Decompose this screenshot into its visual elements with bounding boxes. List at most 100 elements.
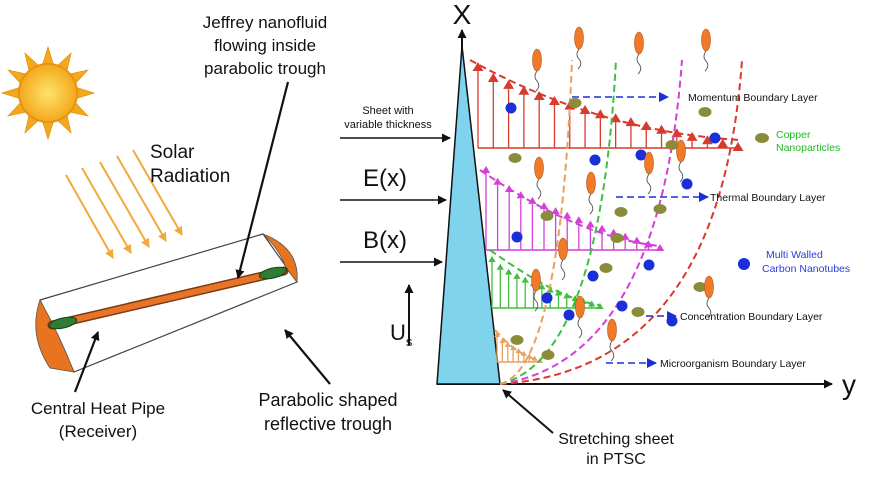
bx-label: B(x) [363,227,407,254]
jeffrey-label-1: Jeffrey nanofluid [203,13,327,32]
microbe-body [634,31,644,55]
ex-label: E(x) [363,165,407,192]
copper-particle [610,233,624,243]
boundary-pointers [572,92,709,368]
nanoparticles [505,98,721,360]
profile-arrow-head [656,124,667,134]
cnt-label-2: Carbon Nanotubes [762,263,850,275]
solar-label-2: Radiation [150,166,230,187]
microbe-tail [706,297,712,319]
profile-arrow-head [732,142,744,151]
profile-arrow-head [494,332,500,337]
microbe-tail [609,340,615,362]
copper-particle [540,211,554,221]
profile-arrow-head [538,283,546,290]
cnt-particle [709,132,721,144]
copper-particle [599,263,613,273]
copper-particle [614,207,628,217]
microbe-tail [533,290,539,312]
microbe-body [704,275,714,299]
pipe-pointer [73,331,100,393]
cnt-particle [541,292,553,304]
sheet-thickness-label-1: Sheet with [362,105,413,117]
microbe-body [531,268,541,292]
profile-arrow-head [655,244,665,251]
profile-arrow-head [513,272,521,279]
us-label: Us [390,320,413,349]
microorganism-label: Microorganism Boundary Layer [660,358,806,370]
boundary-layer-curves [469,59,743,385]
jeffrey-label-3: parabolic trough [204,59,326,78]
profile-arrow-head [596,303,604,309]
microbe-body [676,139,686,163]
microbe-tail [576,48,582,70]
profile-arrow-head [481,166,491,173]
cnt-particle [505,102,517,114]
profile-arrow-head [702,135,713,145]
profile-arrow-head [518,85,530,95]
microbe-body [532,48,542,72]
trough-pointer [284,329,331,385]
microbe-body [534,156,544,180]
microbe-tail [560,259,566,281]
central-pipe-label-2: (Receiver) [59,422,137,441]
solar-label-1: Solar [150,142,195,163]
stretching-label-2: in PTSC [586,451,646,468]
sun-ray [42,122,54,141]
copper-particle [508,153,522,163]
parabolic-trough [35,233,298,373]
cnt-particle [587,270,599,282]
copper-particle [653,204,667,214]
profile-arrow-head [472,62,484,71]
jeffrey-pointer [235,81,290,279]
copper-particle [698,107,712,117]
cnt-particle [511,231,523,243]
copper-particle [510,335,524,345]
cnt-particle [643,259,655,271]
copper-legend-dot [755,133,769,143]
profile-arrow-head [597,224,607,232]
microbe-body [701,28,711,52]
microbe-tail [646,173,652,195]
profile-arrow-head [717,138,729,148]
solar-rays [65,149,183,259]
stretching-sheet [436,45,501,385]
cnt-particle [681,178,693,190]
copper-particle [665,140,679,150]
microbe-body [574,26,584,50]
profile-arrow-head [539,202,549,210]
sun-ray [77,87,96,99]
copper-particle [693,282,707,292]
profile-arrow-head [496,263,504,270]
sun-icon [0,45,96,141]
profile-arrow-head [504,341,511,347]
microbe-tail [636,53,642,75]
profile-arrow-head [521,276,529,283]
cnt-label-1: Multi Walled [766,249,823,261]
momentum-label: Momentum Boundary Layer [688,92,818,104]
cnt-particle [616,300,628,312]
concentration-label: Concentration Boundary Layer [680,311,823,323]
cnt-particle [635,149,647,161]
profile-arrow-head [533,91,545,101]
profile-arrow-head [505,268,513,275]
cnt-particle [666,315,678,327]
x-axis-label: X [453,0,472,30]
sun-ray [0,87,19,99]
microbe-tail [678,161,684,183]
copper-label-2: Nanoparticles [776,142,840,154]
profile-arrow-head [574,216,583,224]
microorganisms [531,26,714,362]
microbe-tail [703,50,709,72]
profile-arrow-head [563,211,572,219]
jeffrey-label-2: flowing inside [214,36,316,55]
microbe-body [575,295,585,319]
thermal-label: Thermal Boundary Layer [710,192,826,204]
stretching-label-1: Stretching sheet [558,431,674,448]
trough-label-2: reflective trough [264,414,392,434]
profile-arrow-head [579,104,591,114]
cnt-particle [589,154,601,166]
profile-arrow-head [586,220,595,228]
